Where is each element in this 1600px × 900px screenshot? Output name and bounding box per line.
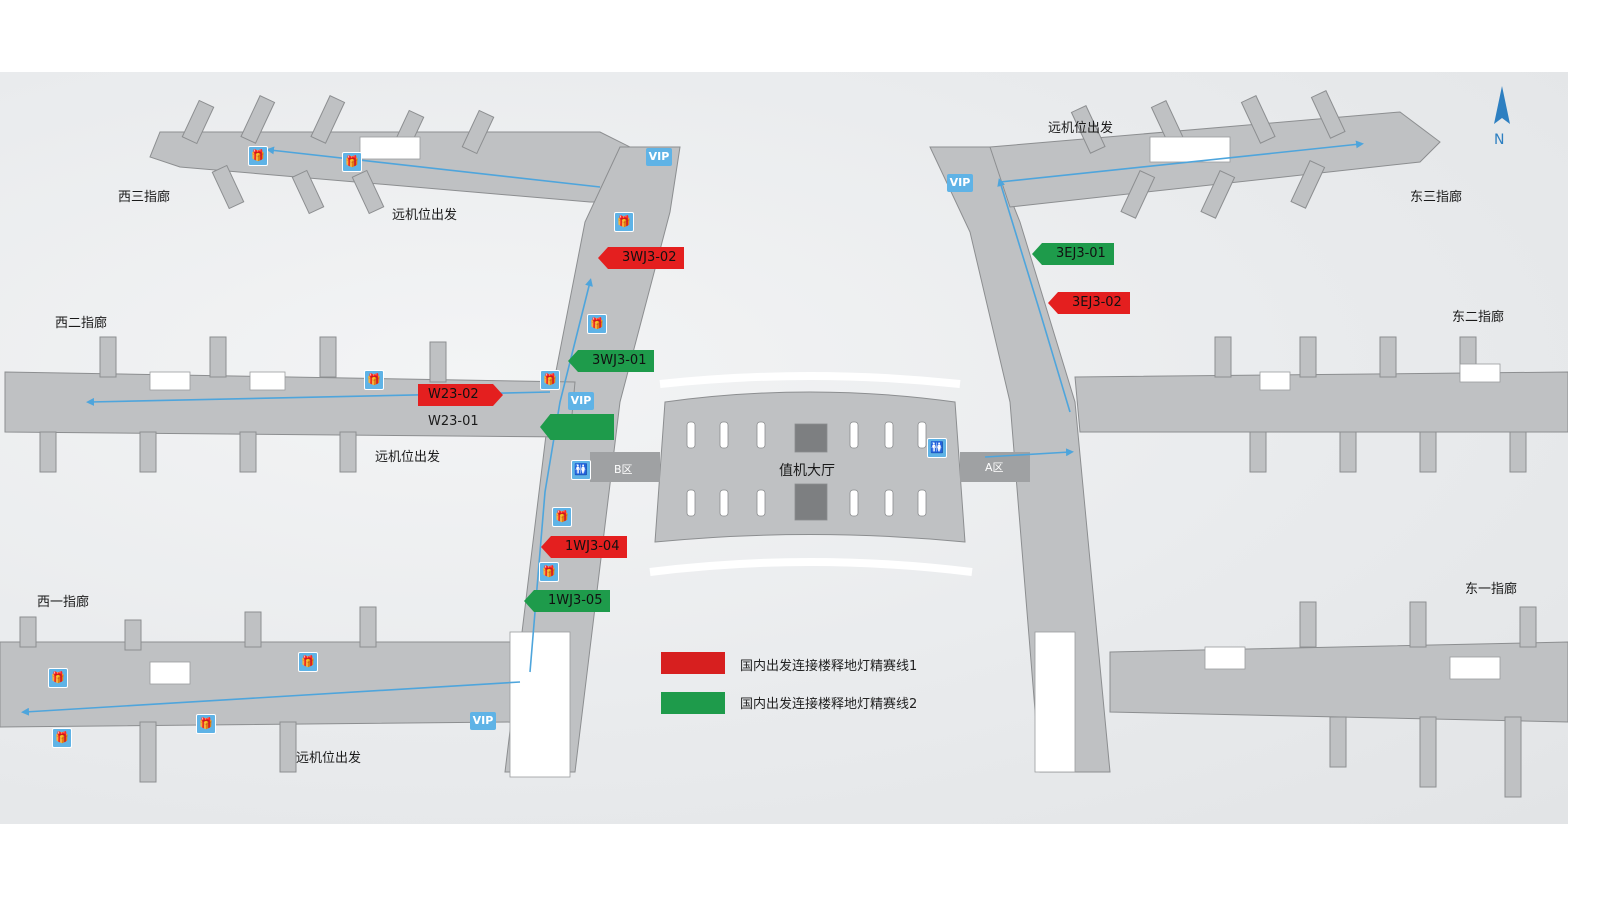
tag-1wj3-04: 1WJ3-04 bbox=[540, 536, 628, 558]
airport-map: 西三指廊 西二指廊 西一指廊 东三指廊 东二指廊 东一指廊 远机位出发 远机位出… bbox=[0, 72, 1568, 824]
gift-icon: 🎁 bbox=[48, 668, 68, 688]
w23-01-green-marker bbox=[540, 414, 614, 440]
vip-icon: VIP bbox=[568, 392, 594, 410]
a-zone-label: A区 bbox=[985, 461, 1004, 474]
gift-icon: 🎁 bbox=[342, 152, 362, 172]
west1-label: 西一指廊 bbox=[37, 595, 90, 610]
east3-label: 东三指廊 bbox=[1410, 190, 1463, 205]
north-compass-icon: N bbox=[1490, 86, 1514, 156]
tag-1wj3-05: 1WJ3-05 bbox=[523, 590, 611, 612]
tag-3wj3-02: 3WJ3-02 bbox=[597, 247, 685, 269]
restroom-icon: 🚻 bbox=[571, 460, 591, 480]
west3-label: 西三指廊 bbox=[118, 190, 171, 205]
west1-fingers bbox=[19, 606, 377, 783]
east2-label: 东二指廊 bbox=[1452, 310, 1505, 325]
gift-icon: 🎁 bbox=[552, 507, 572, 527]
legend-item-1: 国内出发连接楼释地灯精赛线1 bbox=[740, 659, 918, 674]
tag-w23-01: W23-01 bbox=[428, 414, 479, 429]
gift-icon: 🎁 bbox=[587, 314, 607, 334]
gift-icon: 🎁 bbox=[614, 212, 634, 232]
remote-departure-ne: 远机位出发 bbox=[1048, 121, 1114, 136]
tag-w23-02: W23-02 bbox=[418, 384, 503, 406]
gift-icon: 🎁 bbox=[540, 370, 560, 390]
east2-pier bbox=[1074, 371, 1568, 433]
checkin-hall-label: 值机大厅 bbox=[779, 463, 835, 479]
gift-icon: 🎁 bbox=[52, 728, 72, 748]
checkin-counters bbox=[686, 421, 927, 521]
north-label: N bbox=[1494, 132, 1505, 148]
gift-icon: 🎁 bbox=[364, 370, 384, 390]
west2-fingers bbox=[39, 336, 447, 473]
east1-label: 东一指廊 bbox=[1465, 582, 1518, 597]
legend-green-swatch bbox=[661, 692, 725, 714]
tag-3ej3-01: 3EJ3-01 bbox=[1032, 243, 1114, 265]
east1-fingers bbox=[1299, 601, 1537, 798]
gift-icon: 🎁 bbox=[298, 652, 318, 672]
remote-departure-w: 远机位出发 bbox=[375, 450, 441, 465]
east2-fingers bbox=[1214, 336, 1527, 473]
gift-icon: 🎁 bbox=[248, 146, 268, 166]
vip-icon: VIP bbox=[646, 148, 672, 166]
tag-3ej3-02: 3EJ3-02 bbox=[1048, 292, 1130, 314]
remote-departure-nw: 远机位出发 bbox=[392, 208, 458, 223]
east1-pier bbox=[1109, 641, 1568, 723]
b-zone-label: B区 bbox=[614, 463, 633, 476]
legend-red-swatch bbox=[661, 652, 725, 674]
west2-label: 西二指廊 bbox=[55, 316, 108, 331]
tag-3wj3-01: 3WJ3-01 bbox=[567, 350, 655, 372]
legend-item-2: 国内出发连接楼释地灯精赛线2 bbox=[740, 697, 918, 712]
vip-icon: VIP bbox=[947, 174, 973, 192]
restroom-icon: 🚻 bbox=[927, 438, 947, 458]
east3-fingers bbox=[1070, 90, 1346, 219]
gift-icon: 🎁 bbox=[539, 562, 559, 582]
vip-icon: VIP bbox=[470, 712, 496, 730]
west1-pier bbox=[0, 641, 521, 728]
gift-icon: 🎁 bbox=[196, 714, 216, 734]
remote-departure-sw: 远机位出发 bbox=[296, 751, 362, 766]
terminal-floor-plan bbox=[0, 90, 1568, 798]
